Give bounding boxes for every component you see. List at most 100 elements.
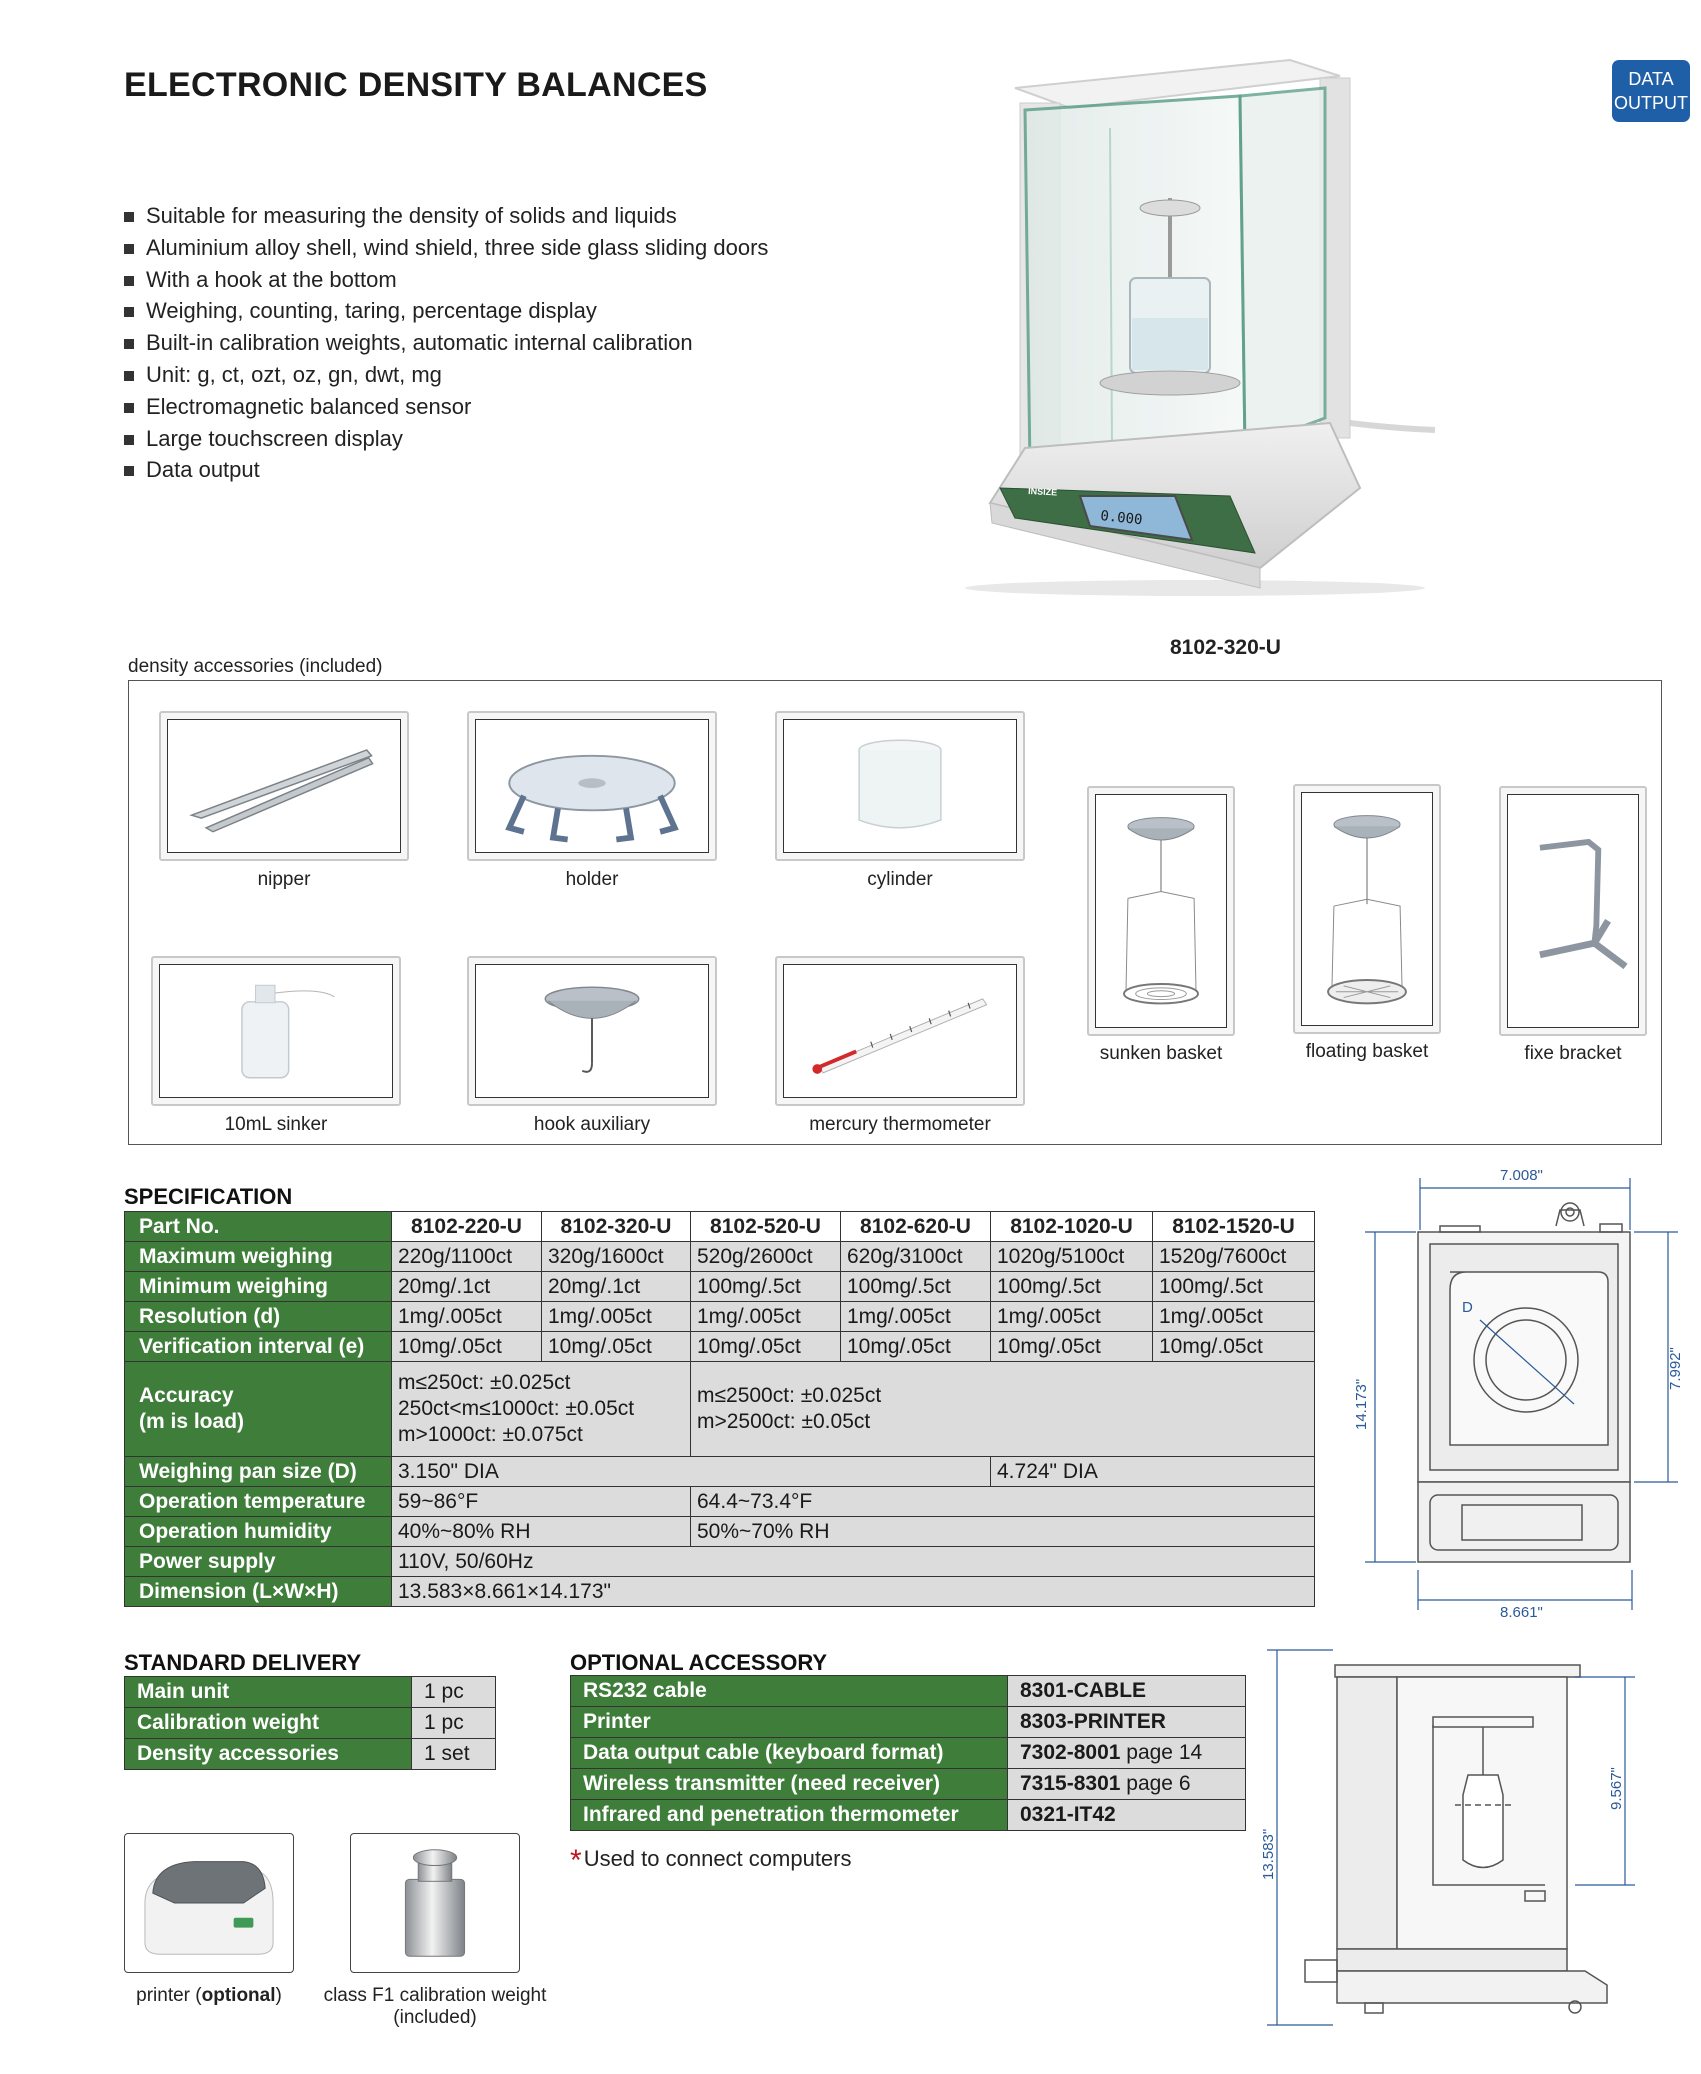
product-model-label: 8102-320-U (1170, 636, 1281, 659)
badge-line-1: DATA (1628, 69, 1674, 89)
delivery-item-qty: 1 set (411, 1738, 496, 1770)
standard-delivery-table: Main unit 1 pc Calibration weight 1 pc D… (124, 1676, 496, 1770)
spec-cell: 1mg/.005ct (1152, 1301, 1315, 1332)
printer-icon (144, 1861, 274, 1955)
specification-table: Part No. 8102-220-U 8102-320-U 8102-520-… (124, 1211, 1315, 1607)
accessory-thumb-floating-basket (1293, 784, 1441, 1034)
spec-label: Dimension (L×W×H) (124, 1576, 392, 1607)
spec-cell: 100mg/.5ct (840, 1271, 991, 1302)
balance-display-reading: 0.000 (1100, 508, 1144, 528)
dim-side-height: 13.583" (1260, 1829, 1277, 1880)
thermometer-icon (812, 998, 988, 1074)
sunken-basket-icon (1123, 817, 1199, 1005)
bullet-square-icon (124, 212, 134, 222)
spec-cell: 110V, 50/60Hz (391, 1546, 1315, 1577)
side-dimension-drawing: 13.583" 9.567" (1260, 1649, 1635, 2026)
feature-item: Electromagnetic balanced sensor (124, 391, 768, 423)
calibration-weight-image (350, 1833, 520, 1973)
accessory-thumb-holder (467, 711, 717, 861)
optional-item-code: 7302-8001 page 14 (1007, 1737, 1246, 1769)
bracket-icon (1539, 838, 1628, 970)
nipper-icon (189, 749, 374, 833)
bullet-square-icon (124, 243, 134, 254)
table-row: Operation temperature 59~86°F 64.4~73.4°… (124, 1486, 1315, 1517)
accessory-label-floating-basket: floating basket (1305, 1041, 1429, 1062)
spec-cell: 220g/1100ct (391, 1241, 542, 1272)
table-row: Power supply 110V, 50/60Hz (124, 1546, 1315, 1577)
table-row: Weighing pan size (D) 3.150" DIA 4.724" … (124, 1456, 1315, 1487)
spec-cell: 59~86°F (391, 1486, 691, 1517)
spec-label: Verification interval (e) (124, 1331, 392, 1362)
delivery-item-label: Calibration weight (124, 1707, 412, 1739)
spec-label: Weighing pan size (D) (124, 1456, 392, 1487)
feature-item: Aluminium alloy shell, wind shield, thre… (124, 232, 768, 264)
spec-cell: 20mg/.1ct (541, 1271, 691, 1302)
spec-cell: 40%~80% RH (391, 1516, 691, 1547)
accessory-thumb-sunken-basket (1087, 786, 1235, 1036)
spec-cell: 50%~70% RH (690, 1516, 1315, 1547)
cylinder-icon (858, 739, 942, 829)
spec-cell: 320g/1600ct (541, 1241, 691, 1272)
accessory-thumb-hook (467, 956, 717, 1106)
accessory-label-nipper: nipper (257, 869, 311, 890)
accessory-label-fixe-bracket: fixe bracket (1524, 1043, 1622, 1064)
table-row: Density accessories 1 set (124, 1738, 496, 1770)
delivery-item-label: Density accessories (124, 1738, 412, 1770)
spec-cell: 1mg/.005ct (840, 1301, 991, 1332)
accessories-panel: nipper holder cylinder 10mL sinker (128, 680, 1662, 1145)
spec-cell: 13.583×8.661×14.173" (391, 1576, 1315, 1607)
spec-cell: 10mg/.05ct (990, 1331, 1153, 1362)
specification-heading: SPECIFICATION (124, 1184, 293, 1209)
table-row: RS232 cable 8301-CABLE (570, 1675, 1246, 1707)
bullet-square-icon (124, 275, 134, 286)
dim-pan-marker: D (1462, 1299, 1473, 1316)
table-row: Wireless transmitter (need receiver) 731… (570, 1768, 1246, 1800)
bullet-square-icon (124, 434, 134, 445)
spec-cell: 10mg/.05ct (840, 1331, 991, 1362)
accessory-thumb-thermometer (775, 956, 1025, 1106)
spec-cell: 10mg/.05ct (1152, 1331, 1315, 1362)
optional-item-label: Wireless transmitter (need receiver) (570, 1768, 1008, 1800)
table-row: Infrared and penetration thermometer 032… (570, 1799, 1246, 1831)
model-header: 8102-520-U (690, 1211, 841, 1242)
spec-cell: 1520g/7600ct (1152, 1241, 1315, 1272)
feature-item: Weighing, counting, taring, percentage d… (124, 295, 768, 327)
model-header: 8102-320-U (541, 1211, 691, 1242)
spec-cell: 1mg/.005ct (391, 1301, 542, 1332)
accessory-thumb-fixe-bracket (1499, 786, 1647, 1036)
holder-icon (505, 754, 679, 843)
spec-label: Minimum weighing (124, 1271, 392, 1302)
model-header: 8102-620-U (840, 1211, 991, 1242)
spec-label: Resolution (d) (124, 1301, 392, 1332)
table-row: Main unit 1 pc (124, 1676, 496, 1708)
page-title: ELECTRONIC DENSITY BALANCES (124, 66, 708, 104)
spec-cell: 10mg/.05ct (690, 1331, 841, 1362)
spec-cell: 100mg/.5ct (690, 1271, 841, 1302)
accessories-caption: density accessories (included) (128, 656, 383, 677)
table-row: Accuracy (m is load) m≤250ct: ±0.025ct 2… (124, 1361, 1315, 1457)
dim-bottom-width: 8.661" (1500, 1604, 1543, 1621)
optional-item-label: Data output cable (keyboard format) (570, 1737, 1008, 1769)
feature-item: Suitable for measuring the density of so… (124, 200, 768, 232)
feature-item: With a hook at the bottom (124, 264, 768, 296)
feature-item: Data output (124, 454, 768, 486)
spec-label: Operation temperature (124, 1486, 392, 1517)
spec-cell: 10mg/.05ct (391, 1331, 542, 1362)
spec-cell: 620g/3100ct (840, 1241, 991, 1272)
delivery-item-label: Main unit (124, 1676, 412, 1708)
optional-accessory-table: RS232 cable 8301-CABLE Printer 8303-PRIN… (570, 1675, 1246, 1831)
spec-cell: 64.4~73.4°F (690, 1486, 1315, 1517)
model-header: 8102-220-U (391, 1211, 542, 1242)
hook-icon (544, 986, 640, 1073)
spec-cell: 4.724" DIA (990, 1456, 1315, 1487)
spec-label: Operation humidity (124, 1516, 392, 1547)
table-row: Operation humidity 40%~80% RH 50%~70% RH (124, 1516, 1315, 1547)
calibration-weight-caption: class F1 calibration weight (included) (323, 1985, 547, 2028)
delivery-item-qty: 1 pc (411, 1707, 496, 1739)
optional-item-code: 8303-PRINTER (1007, 1706, 1246, 1738)
data-output-badge: DATA OUTPUT (1612, 60, 1690, 122)
optional-item-label: Infrared and penetration thermometer (570, 1799, 1008, 1831)
feature-item: Built-in calibration weights, automatic … (124, 327, 768, 359)
delivery-item-qty: 1 pc (411, 1676, 496, 1708)
feature-list: Suitable for measuring the density of so… (124, 200, 768, 486)
